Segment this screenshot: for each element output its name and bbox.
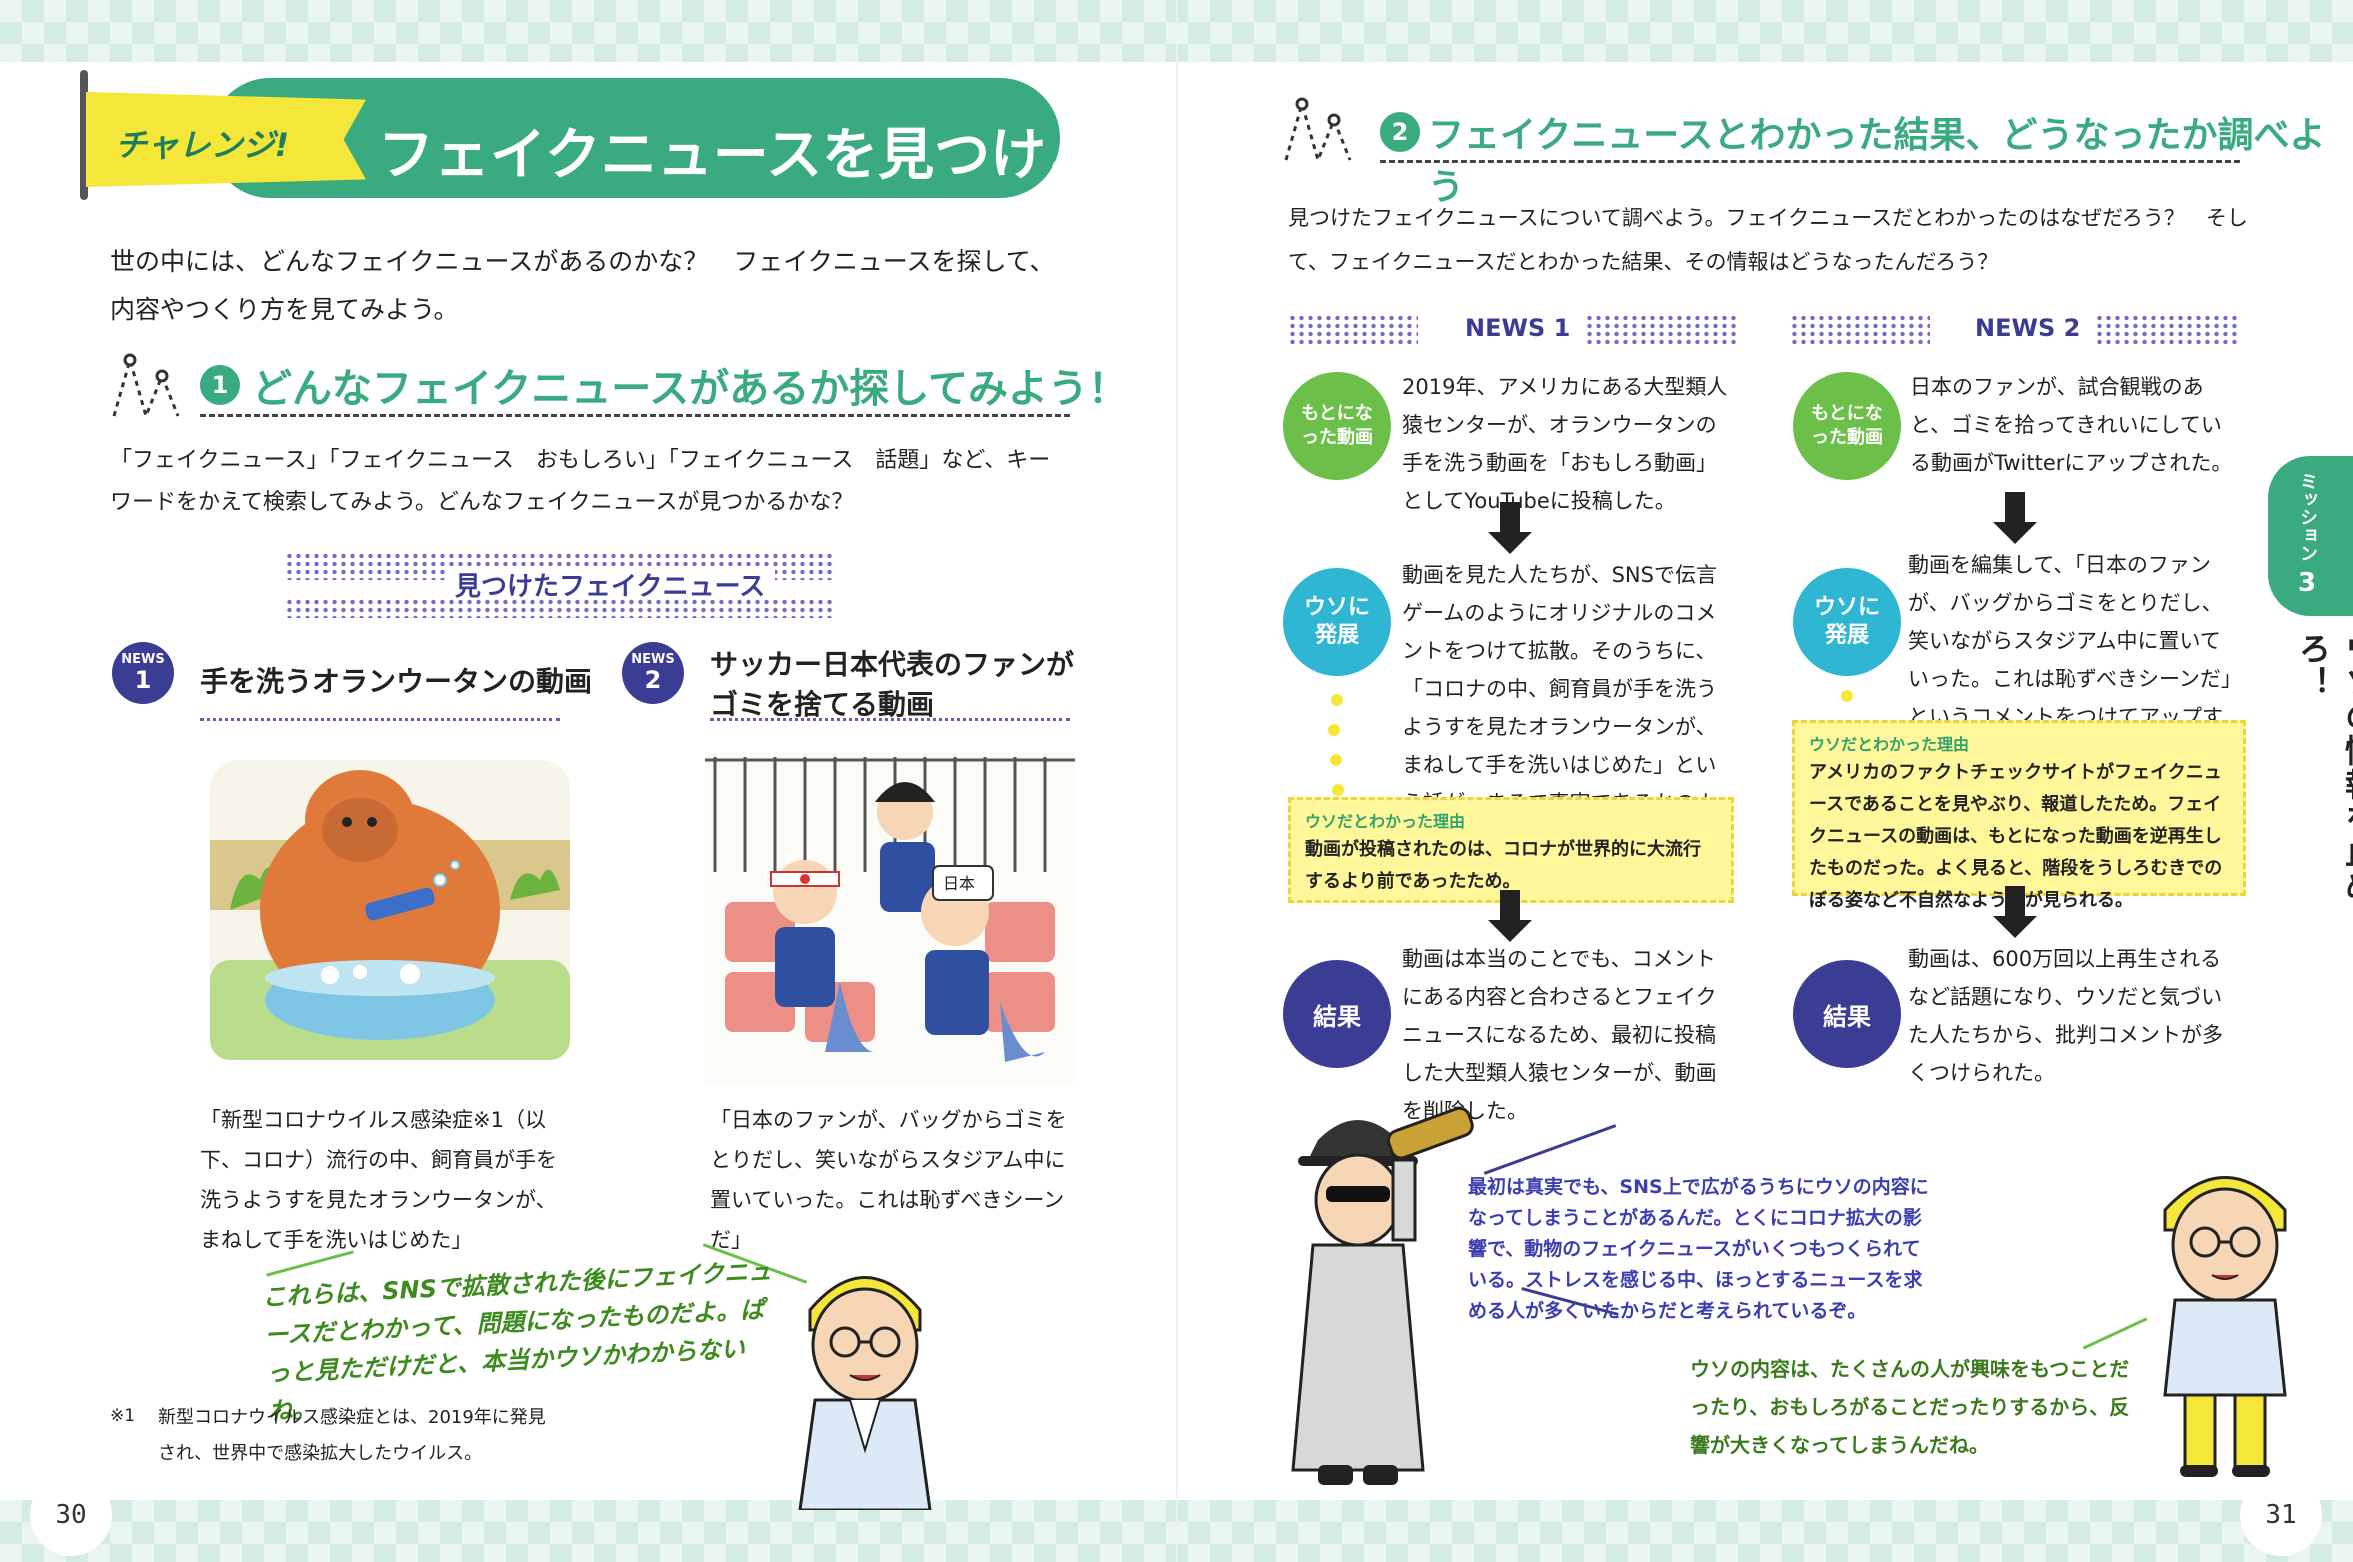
section1-title: どんなフェイクニュースがあるか探してみよう！ (252, 366, 1128, 412)
col2-news-header: NEWS 2 (1975, 314, 2081, 342)
detective-speech: 最初は真実でも、SNS上で広がるうちにウソの内容になってしまうことがあるんだ。と… (1468, 1176, 1929, 1322)
side-tab: ミッション 3 ウソの情報を止めろ！ (2268, 456, 2353, 926)
col2-header-dots-right (2095, 314, 2240, 344)
news2-rule (710, 718, 1070, 721)
col1-news-header: NEWS 1 (1465, 314, 1571, 342)
news1-badge: NEWS 1 (112, 642, 174, 704)
section2-rule (1380, 160, 2240, 163)
stadium-fans-illustration: 日本 (705, 752, 1075, 1082)
section2-intro: 見つけたフェイクニュースについて調べよう。フェイクニュースだとわかったのはなぜだ… (1288, 206, 2248, 274)
boy-illustration-right (2140, 1150, 2310, 1480)
detective-line-1 (1483, 1124, 1617, 1175)
found-label-dots-bottom (285, 598, 835, 618)
footnote-mark: ※1 (110, 1406, 136, 1426)
col2-reason-text: アメリカのファクトチェックサイトがフェイクニュースであることを見やぶり、報道した… (1809, 762, 2223, 911)
col2-reason-title: ウソだとわかった理由 (1809, 735, 1970, 754)
col1-header-dots-right (1585, 314, 1740, 344)
challenge-flag (86, 92, 366, 187)
col2-header-dots-left (1790, 314, 1930, 344)
col1-result-text: 動画は本当のことでも、コメントにある内容と合わさるとフェイクニュースになるため、… (1402, 947, 1717, 1123)
col1-reason-title: ウソだとわかった理由 (1305, 812, 1466, 831)
section-marker-zigzag (110, 352, 190, 426)
side-tab-mission-box (2268, 456, 2353, 616)
side-tab-text: ウソの情報を止めろ！ (2294, 632, 2353, 904)
col1-reason-text: 動画が投稿されたのは、コロナが世界的に大流行するより前であったため。 (1305, 839, 1701, 892)
page-number-left: 30 (30, 1474, 112, 1556)
col1-thought-dots (1322, 690, 1352, 844)
section1-text: 「フェイクニュース」「フェイクニュース おもしろい」「フェイクニュース 話題」な… (110, 448, 1051, 515)
section1-number: 1 (200, 365, 240, 405)
col2-result-label: 結果 (1793, 960, 1901, 1068)
col1-result-label: 結果 (1283, 960, 1391, 1068)
side-tab-mission-num: 3 (2298, 568, 2317, 598)
challenge-flag-label: チャレンジ! (115, 126, 290, 164)
col2-reason-box: ウソだとわかった理由 アメリカのファクトチェックサイトがフェイクニュースであるこ… (1792, 720, 2246, 911)
section2-title: フェイクニュースとわかった結果、どうなったか調べよう (1428, 115, 2326, 208)
detective-illustration (1258, 1100, 1478, 1490)
news2-title: サッカー日本代表のファンがゴミを捨てる動画 (710, 648, 1075, 721)
found-label: 見つけたフェイクニュース (445, 566, 776, 603)
flag-pole (80, 70, 88, 200)
col2-spread-label: ウソに発展 (1793, 568, 1901, 676)
col1-source-label: もとになった動画 (1283, 372, 1391, 480)
right-boy-speech: ウソの内容は、たくさんの人が興味をもつことだったり、おもしろがることだったりする… (1690, 1357, 2130, 1457)
col2-source-label: もとになった動画 (1793, 372, 1901, 480)
footnote: 新型コロナウイルス感染症とは、2019年に発見され、世界中で感染拡大したウイルス… (158, 1407, 546, 1464)
col1-header-dots-left (1288, 314, 1418, 344)
section2-marker-zigzag (1282, 96, 1362, 170)
page-title: フェイクニュースを見つけよう! (378, 123, 1184, 188)
news1-title: 手を洗うオランウータンの動画 (200, 665, 593, 698)
col1-reason-box: ウソだとわかった理由 動画が投稿されたのは、コロナが世界的に大流行するより前であ… (1288, 797, 1734, 903)
page-number-right: 31 (2240, 1474, 2322, 1556)
section1-rule (200, 414, 1070, 417)
col1-spread-text: 動画を見た人たちが、SNSで伝言ゲームのようにオリジナルのコメントをつけて拡散。… (1402, 563, 1717, 853)
side-tab-mission: ミッション (2297, 472, 2318, 562)
section2-number: 2 (1380, 112, 1420, 152)
col2-source-text: 日本のファンが、試合観戦のあと、ゴミを拾ってきれいにしている動画がTwitter… (1910, 375, 2233, 475)
col2-result-text: 動画は、600万回以上再生されるなど話題になり、ウソだと気づいた人たちから、批判… (1908, 947, 2223, 1085)
news1-rule (200, 718, 560, 721)
col2-spread-text: 動画を編集して、「日本のファンが、バッグからゴミをとりだし、笑いながらスタジアム… (1908, 553, 2232, 767)
news1-caption: 「新型コロナウイルス感染症※1（以下、コロナ）流行の中、飼育員が手を洗うようすを… (200, 1108, 557, 1252)
page-gutter (1176, 0, 1178, 1562)
orangutan-illustration (210, 760, 570, 1060)
intro-text: 世の中には、どんなフェイクニュースがあるのかな？ フェイクニュースを探して、内容… (110, 247, 1055, 324)
boy-right-line (2082, 1317, 2148, 1350)
col1-spread-label: ウソに発展 (1283, 568, 1391, 676)
news2-badge: NEWS 2 (622, 642, 684, 704)
boy-illustration-left (790, 1250, 940, 1512)
news2-caption: 「日本のファンが、バッグからゴミをとりだし、笑いながらスタジアム中に置いていった… (710, 1108, 1067, 1252)
japan-flag-text: 日本 (943, 874, 975, 893)
col1-source-text: 2019年、アメリカにある大型類人猿センターが、オランウータンの手を洗う動画を「… (1402, 375, 1728, 513)
